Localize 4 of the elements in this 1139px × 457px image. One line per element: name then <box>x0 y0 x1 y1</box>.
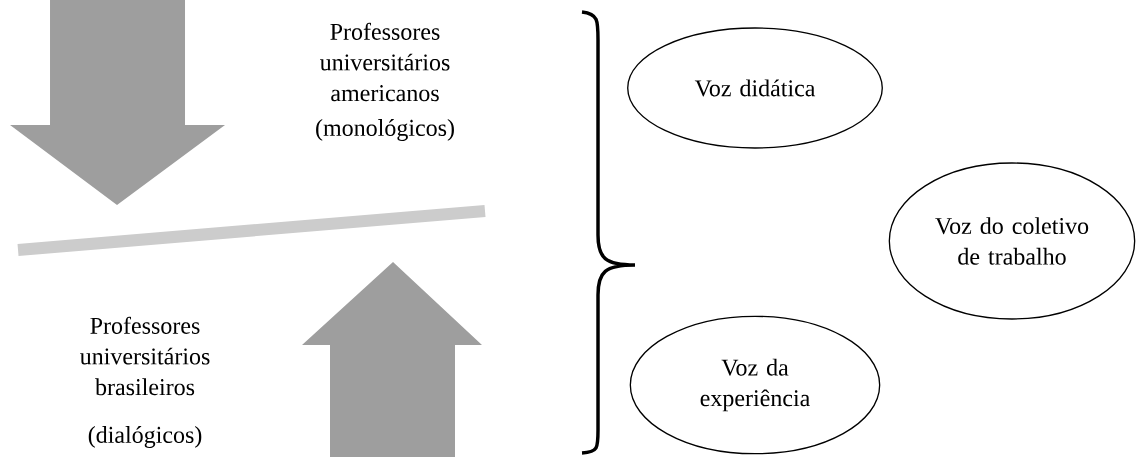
group-label: (monológicos) <box>316 119 454 141</box>
group-label: Professores universitários americanos <box>320 22 450 102</box>
group-label: (dialógicos) <box>88 426 202 448</box>
group-label: Professores universitários brasileiros <box>80 316 210 396</box>
